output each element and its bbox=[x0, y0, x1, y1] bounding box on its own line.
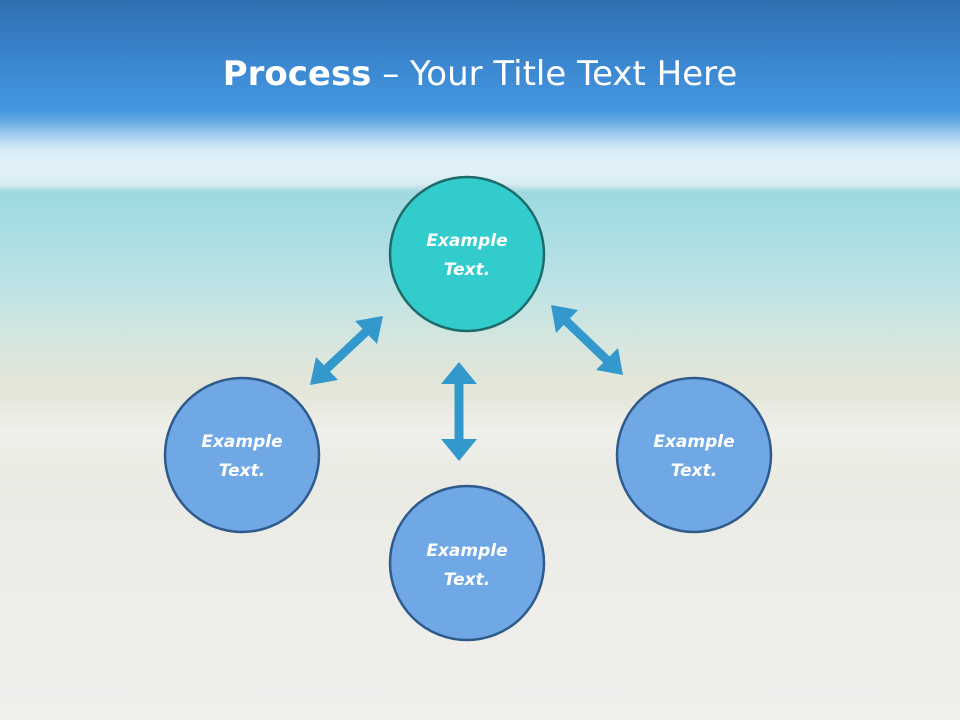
arrow-top-left[interactable] bbox=[310, 316, 383, 385]
background-horizon bbox=[0, 125, 960, 185]
node-left-line1: Example bbox=[201, 432, 282, 452]
node-bottom-line2: Text. bbox=[444, 570, 490, 590]
node-bottom[interactable]: Example Text. bbox=[388, 484, 546, 642]
node-right-line1: Example bbox=[653, 432, 734, 452]
background-shoreline bbox=[0, 395, 960, 485]
slide-title[interactable]: Process – Your Title Text Here bbox=[0, 52, 960, 96]
node-bottom-line1: Example bbox=[426, 541, 507, 561]
node-top-line1: Example bbox=[426, 231, 507, 251]
arrow-top-right[interactable] bbox=[551, 305, 623, 375]
arrow-vertical[interactable] bbox=[441, 362, 477, 461]
node-top-line2: Text. bbox=[444, 260, 490, 280]
node-top[interactable]: Example Text. bbox=[388, 175, 546, 333]
node-left-line2: Text. bbox=[219, 461, 265, 481]
node-right[interactable]: Example Text. bbox=[615, 376, 773, 534]
node-right-line2: Text. bbox=[671, 461, 717, 481]
title-bold-part: Process bbox=[222, 54, 372, 94]
title-rest-part: – Your Title Text Here bbox=[371, 54, 738, 94]
node-left[interactable]: Example Text. bbox=[163, 376, 321, 534]
